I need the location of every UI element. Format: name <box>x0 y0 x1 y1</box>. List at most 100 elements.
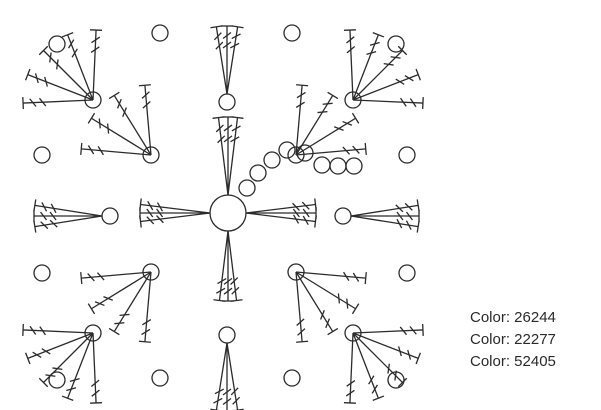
chain-space <box>398 146 416 164</box>
chain-stitch <box>238 179 256 197</box>
stitch-bar <box>296 84 309 87</box>
stitch-tick <box>368 375 375 385</box>
stitch-tick <box>34 73 39 84</box>
stitch-tick <box>404 74 414 82</box>
stitch-tick <box>222 388 232 396</box>
stitch-fan <box>295 84 367 156</box>
stitch-fan <box>80 271 152 343</box>
stitch-tick <box>122 107 127 117</box>
stitch-tick <box>409 326 417 335</box>
stitch-bar <box>416 220 420 233</box>
stitch-tick <box>230 387 239 396</box>
stitch-tick <box>213 32 222 41</box>
stitch-bar <box>22 323 24 336</box>
stitch-stem <box>352 332 403 383</box>
stitch-stem <box>349 332 354 403</box>
stitch-stem <box>23 329 94 334</box>
stitch-stem <box>295 148 366 156</box>
stitch-stem <box>92 332 97 403</box>
corner-stitch-base <box>142 263 160 281</box>
stitch-stem <box>295 95 334 156</box>
stitch-bar <box>343 402 356 404</box>
stitch-tick <box>38 97 47 107</box>
stitch-bar <box>397 45 408 56</box>
stitch-tick <box>223 287 233 295</box>
stitch-tick <box>399 97 407 107</box>
chain-space <box>387 35 405 53</box>
stitch-tick <box>346 45 356 54</box>
stitch-bar <box>33 199 37 212</box>
stitch-tick <box>301 201 310 210</box>
stitch-tick <box>296 91 306 99</box>
stitch-fan <box>210 25 244 95</box>
stitch-tick <box>390 56 401 59</box>
stitch-fan <box>210 342 244 410</box>
stitch-stem <box>81 148 152 156</box>
stitch-tick <box>116 98 122 109</box>
stitch-bar <box>343 29 356 31</box>
stitch-bar <box>296 340 309 343</box>
edge-stitch-base <box>334 207 352 225</box>
stitch-tick <box>222 41 232 49</box>
stitch-bar <box>327 327 339 336</box>
stitch-stem <box>350 204 419 217</box>
stitch-tick <box>156 208 164 218</box>
stitch-stem <box>34 215 103 228</box>
stitch-stem <box>215 342 228 410</box>
stitch-stem <box>227 117 239 196</box>
stitch-tick <box>231 286 240 295</box>
stitch-tick <box>296 318 305 327</box>
stitch-tick <box>50 203 57 214</box>
stitch-bar <box>24 352 31 365</box>
stitch-stem <box>113 95 152 156</box>
stitch-bar <box>415 68 422 81</box>
stitch-tick <box>52 367 63 370</box>
edge-stitch-base <box>101 207 119 225</box>
stitch-stem <box>218 230 229 301</box>
stitch-tick <box>346 379 356 387</box>
stitch-tick <box>396 218 403 229</box>
stitch-bar <box>351 303 360 315</box>
stitch-stem <box>91 271 152 310</box>
stitch-bar <box>138 84 151 87</box>
stitch-tick <box>366 51 377 55</box>
chain-stitch <box>345 157 363 175</box>
stitch-bar <box>22 97 24 110</box>
stitch-bar <box>327 91 339 100</box>
stitch-tick <box>398 346 402 357</box>
stitch-stem <box>144 85 152 156</box>
stitch-tick <box>295 101 305 108</box>
stitch-tick <box>396 211 404 221</box>
stitch-stem <box>227 230 238 301</box>
stitch-fan <box>33 199 103 233</box>
stitch-tick <box>292 208 300 218</box>
chain-stitch <box>278 141 296 159</box>
chain-space <box>283 24 301 42</box>
stitch-fan <box>343 323 424 404</box>
stitch-bar <box>87 112 96 124</box>
stitch-tick <box>29 98 37 107</box>
stitch-bar <box>415 352 422 365</box>
stitch-stem <box>81 271 152 279</box>
stitch-stem <box>295 117 356 156</box>
stitch-fan <box>80 84 152 156</box>
stitch-tick <box>325 318 331 329</box>
stitch-tick <box>39 326 47 336</box>
stitch-fan <box>343 29 424 110</box>
chain-stitch <box>329 157 347 175</box>
stitch-stem <box>91 117 152 156</box>
stitch-bar <box>24 68 31 81</box>
stitch-tick <box>214 388 225 395</box>
stitch-tick <box>217 277 227 285</box>
stitch-bar <box>38 377 49 388</box>
stitch-tick <box>342 120 353 126</box>
stitch-tick <box>371 384 379 394</box>
corner-stitch-base <box>287 263 305 281</box>
stitch-bar <box>422 323 424 336</box>
stitch-tick <box>29 325 37 335</box>
stitch-tick <box>395 204 404 213</box>
stitch-tick <box>103 296 113 301</box>
stitch-bar <box>61 31 74 38</box>
stitch-tick <box>346 298 349 309</box>
